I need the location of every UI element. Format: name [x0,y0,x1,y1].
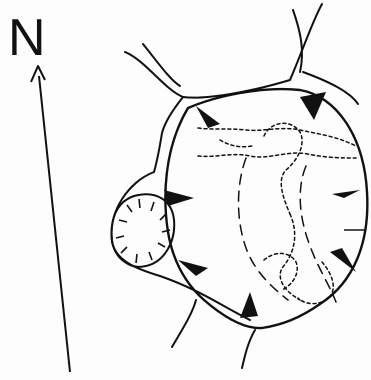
north-arrow-head [31,66,45,82]
north-arrow [31,66,70,372]
channel-outlines [111,4,358,368]
interior-dashed-lines [198,123,356,303]
north-arrow-shaft [39,76,70,372]
main-basin [164,89,367,328]
